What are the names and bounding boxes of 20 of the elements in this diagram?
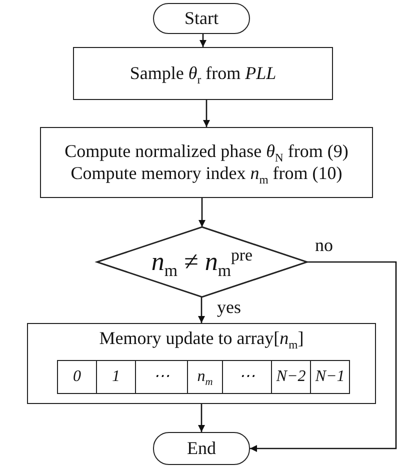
arrow [198, 404, 205, 432]
arrow [200, 34, 206, 47]
array-cell: 0 [57, 360, 97, 394]
arrow [203, 100, 210, 127]
array-cell: N−2 [271, 360, 311, 394]
array-cell: ⋯ [135, 360, 188, 394]
arrow [198, 297, 205, 323]
array-cell: 1 [96, 360, 136, 394]
decision-diamond [97, 227, 307, 297]
array-cell: N−1 [310, 360, 350, 394]
process-box: Compute normalized phase θ$_{N}$ from (9) Compute memory index n$_{m}$ from (10) [40, 127, 373, 198]
terminal-box: End [153, 432, 250, 465]
array-cell: n$_{m}$ [187, 360, 223, 394]
array-cell: ⋯ [222, 360, 272, 394]
arrow [250, 261, 397, 452]
arrow [198, 198, 206, 227]
terminal-box: Start [153, 3, 250, 34]
box-heading: Memory update to array[n$_{m}$] [98, 328, 305, 350]
process-box [27, 323, 376, 404]
process-box: Sample θ$_{r}$ from PLL [73, 47, 333, 100]
